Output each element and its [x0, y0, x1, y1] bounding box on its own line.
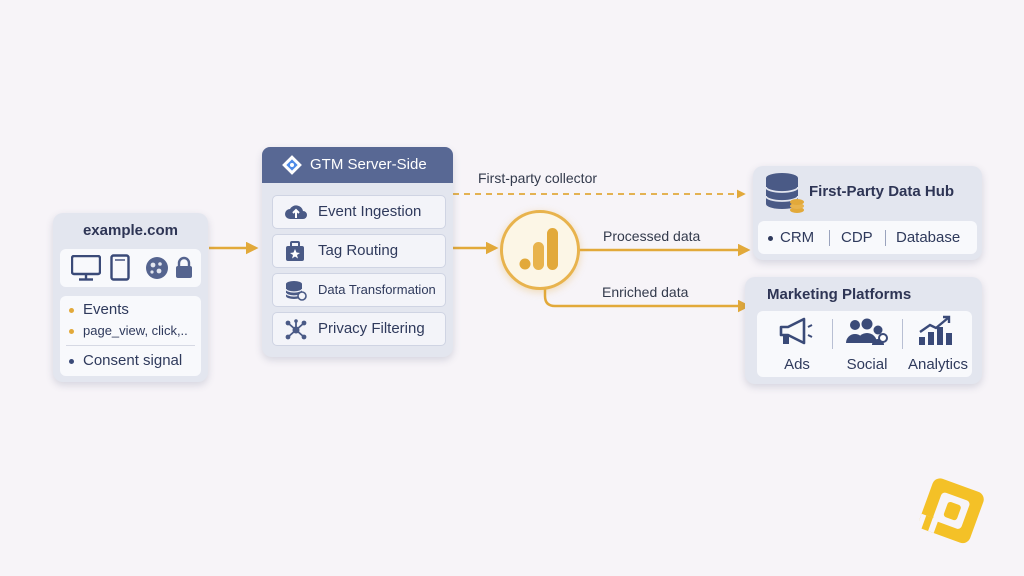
edge-label-processed: Processed data	[603, 228, 701, 244]
events-detail-row: page_view, click,..	[69, 323, 188, 338]
database-icon	[765, 173, 804, 213]
gtm-item-event-ingestion: Event Ingestion	[272, 195, 446, 229]
divider	[832, 319, 833, 349]
google-analytics-icon	[519, 228, 558, 270]
gtm-logo-icon	[282, 155, 302, 175]
events-label: Events	[83, 301, 129, 318]
bullet-icon	[768, 235, 773, 241]
divider	[902, 319, 903, 349]
lock-icon	[176, 256, 192, 278]
marketing-items: Ads Social Analytics	[757, 311, 972, 377]
bullet-icon	[69, 307, 74, 313]
consent-label: Consent signal	[83, 352, 183, 369]
divider	[829, 230, 830, 246]
device-icons-box	[60, 249, 201, 287]
gtm-item-data-transformation: Data Transformation	[272, 273, 446, 307]
source-title: example.com	[82, 222, 179, 239]
cloud-upload-icon	[285, 205, 307, 219]
database-icon	[285, 281, 307, 301]
gtm-item-privacy-filtering: Privacy Filtering	[272, 312, 446, 346]
marketing-title: Marketing Platforms	[767, 286, 912, 303]
tag-routing-icon	[286, 241, 304, 261]
source-panel: example.com Events page_view, click,..	[53, 213, 208, 382]
data-hub-panel: First-Party Data Hub CRM CDP Database	[753, 166, 982, 260]
tablet-icon	[110, 254, 130, 281]
gtm-header: GTM Server-Side	[262, 147, 453, 183]
gtm-item-label: Event Ingestion	[318, 203, 422, 220]
bullet-icon	[69, 358, 74, 364]
events-row: Events	[69, 301, 129, 318]
network-icon	[285, 319, 307, 340]
gtm-title: GTM Server-Side	[310, 156, 427, 173]
desktop-icon	[71, 255, 101, 281]
marketing-item-label: Ads	[784, 356, 810, 373]
events-divider	[66, 345, 195, 346]
data-hub-item-cdp: CDP	[841, 229, 873, 246]
bullet-icon	[69, 329, 74, 335]
brand-logo-icon	[916, 478, 984, 544]
gtm-panel: GTM Server-Side Event Ingestion Tag Rout…	[262, 147, 453, 357]
edge-label-enriched: Enriched data	[602, 284, 689, 300]
data-hub-item-crm: CRM	[768, 229, 814, 246]
gtm-item-label: Data Transformation	[318, 282, 436, 297]
edge-label-first-party: First-party collector	[478, 170, 598, 186]
marketing-panel: Marketing Platforms Ads Social	[745, 277, 982, 384]
growth-chart-icon	[919, 315, 952, 345]
data-hub-item-database: Database	[896, 229, 961, 246]
analytics-node	[500, 210, 580, 290]
divider	[885, 230, 886, 246]
events-box: Events page_view, click,.. Consent signa…	[60, 296, 201, 376]
gtm-item-label: Tag Routing	[318, 242, 399, 259]
cookie-icon	[146, 257, 168, 279]
consent-row: Consent signal	[69, 352, 182, 369]
people-icon	[846, 318, 888, 345]
marketing-item-label: Social	[846, 356, 888, 373]
gtm-item-label: Privacy Filtering	[318, 320, 425, 337]
data-hub-item-label: CRM	[780, 229, 815, 246]
data-hub-items: CRM CDP Database	[758, 221, 977, 254]
data-hub-title: First-Party Data Hub	[809, 183, 955, 200]
megaphone-icon	[779, 317, 813, 345]
events-detail: page_view, click,..	[83, 323, 188, 338]
marketing-item-label: Analytics	[907, 356, 969, 373]
gtm-item-tag-routing: Tag Routing	[272, 234, 446, 268]
